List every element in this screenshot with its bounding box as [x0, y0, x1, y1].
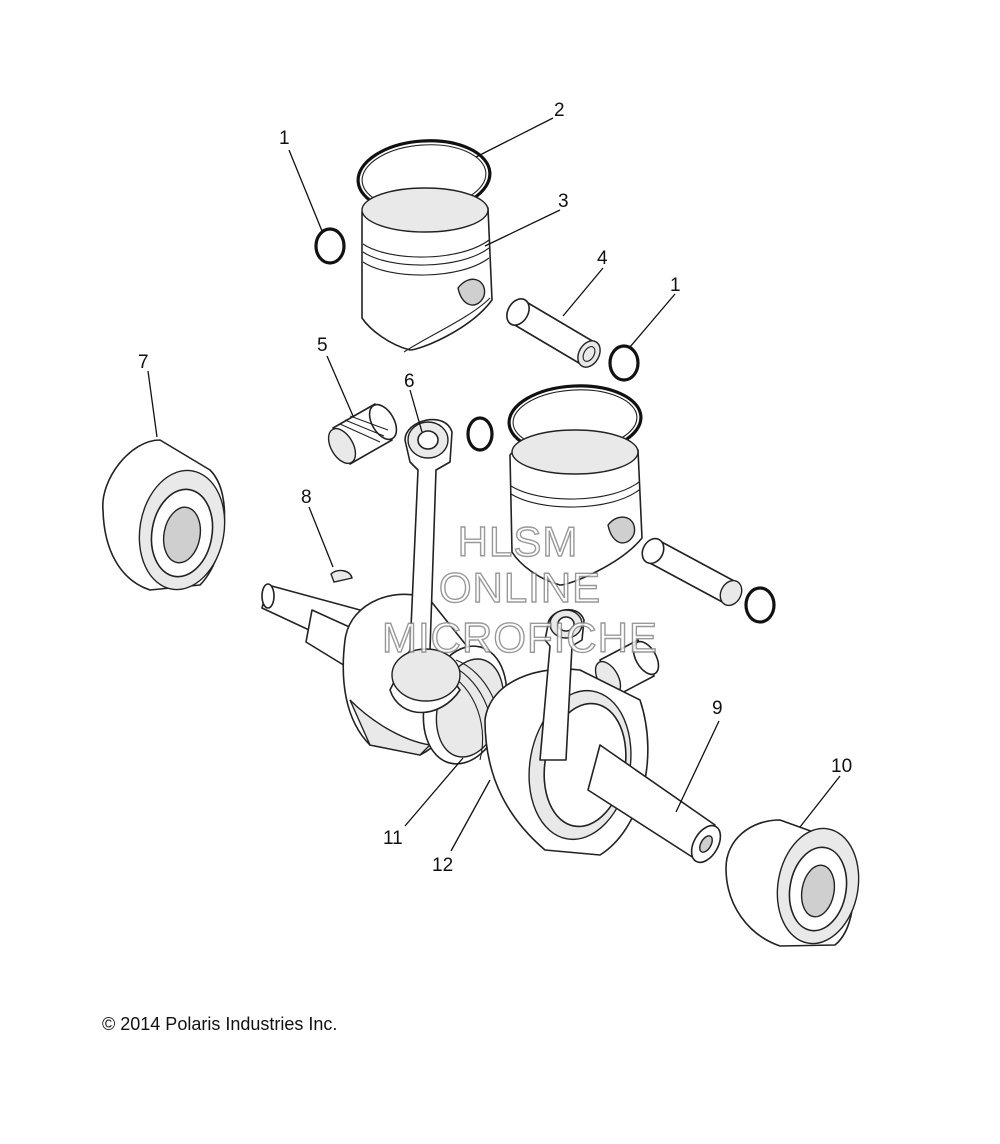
circlip-left-upper: [314, 227, 346, 265]
callout-2: 2: [554, 100, 565, 121]
piston-pin-upper: [506, 298, 601, 368]
watermark-line-1: HLSM: [458, 518, 579, 565]
leader-12: [450, 779, 491, 852]
leader-5: [326, 355, 354, 417]
watermark-line-2: ONLINE: [439, 564, 601, 611]
leader-3: [484, 209, 561, 247]
leader-10: [799, 775, 841, 828]
leader-1a: [288, 149, 323, 232]
leader-9: [675, 720, 720, 813]
needle-bearing-upper: [327, 403, 398, 465]
callout-labels: 1 2 3 4 1 5 6 7 8 9 10 11 12: [138, 100, 852, 876]
circlip-right-upper: [608, 344, 640, 382]
watermark-line-3: MICROFICHE: [382, 614, 658, 661]
callout-6: 6: [404, 371, 415, 392]
callout-1a: 1: [279, 128, 290, 149]
callout-5: 5: [317, 335, 328, 356]
main-bearing-left: [102, 439, 226, 591]
copyright-notice: © 2014 Polaris Industries Inc.: [102, 1014, 338, 1034]
connecting-rod-lower: [539, 608, 585, 761]
callout-9: 9: [712, 698, 723, 719]
leader-8: [308, 506, 334, 568]
callout-1b: 1: [670, 275, 681, 296]
watermark: HLSM ONLINE MICROFICHE: [381, 517, 658, 661]
leader-1b: [629, 293, 676, 348]
leader-7: [147, 370, 158, 438]
crankshaft-assembly: [261, 583, 722, 864]
leader-11: [404, 757, 464, 827]
leader-4: [562, 267, 604, 317]
leader-2: [475, 117, 554, 158]
callout-10: 10: [831, 756, 852, 777]
leader-lines: [147, 117, 841, 852]
leader-6: [409, 389, 423, 433]
piston-lower: [509, 429, 643, 586]
circlip-right-lower: [744, 586, 776, 624]
callout-3: 3: [558, 191, 569, 212]
piston-upper: [361, 187, 493, 353]
main-bearing-right: [725, 819, 860, 947]
callout-11: 11: [383, 828, 403, 849]
callout-12: 12: [432, 855, 453, 876]
callout-8: 8: [301, 487, 312, 508]
connecting-rod-upper: [389, 418, 461, 714]
woodruff-key: [330, 569, 353, 583]
circlip-left-lower: [466, 416, 494, 452]
callout-7: 7: [138, 352, 149, 373]
piston-pin-lower: [641, 537, 743, 607]
callout-4: 4: [597, 248, 608, 269]
